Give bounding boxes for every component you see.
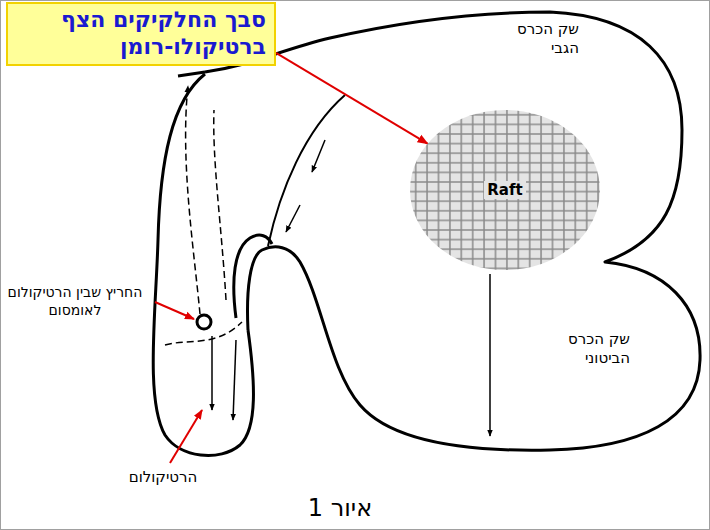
flow-arrow bbox=[489, 274, 491, 436]
figure-caption: איור 1 bbox=[240, 494, 440, 523]
pillar-line bbox=[268, 95, 345, 246]
part-label: הרטיקולום bbox=[118, 468, 208, 487]
rumino-reticular-fold bbox=[234, 235, 272, 318]
flow-arrow bbox=[286, 205, 300, 232]
part-label: החריץ שבין הרטיקולום לאומסום bbox=[0, 284, 150, 319]
region-label: Raft bbox=[484, 181, 525, 199]
leader-line bbox=[170, 410, 202, 463]
esophagus-line bbox=[178, 72, 205, 76]
flow-arrow bbox=[233, 340, 236, 420]
part-label: שק הכרס הגבי bbox=[497, 20, 579, 58]
pointer-arrow bbox=[276, 53, 428, 144]
callout-text: סבך החלקיקים הצף ברטיקולו-רומן bbox=[16, 7, 266, 61]
raft-fill bbox=[410, 110, 600, 270]
flow-arrow bbox=[211, 336, 213, 410]
callout-box: סבך החלקיקים הצף ברטיקולו-רומן bbox=[6, 2, 276, 66]
rumen-outline bbox=[205, 12, 700, 450]
leader-line bbox=[155, 302, 194, 319]
flow-arrow bbox=[312, 140, 325, 172]
orifice-symbol bbox=[197, 315, 211, 329]
flow-path-dashed bbox=[186, 86, 200, 314]
reticulum-outline bbox=[153, 74, 253, 455]
raft-region: Raft bbox=[410, 110, 600, 270]
part-label: שק הכרס הביטוני bbox=[540, 330, 630, 368]
flow-path-dashed bbox=[214, 110, 226, 300]
